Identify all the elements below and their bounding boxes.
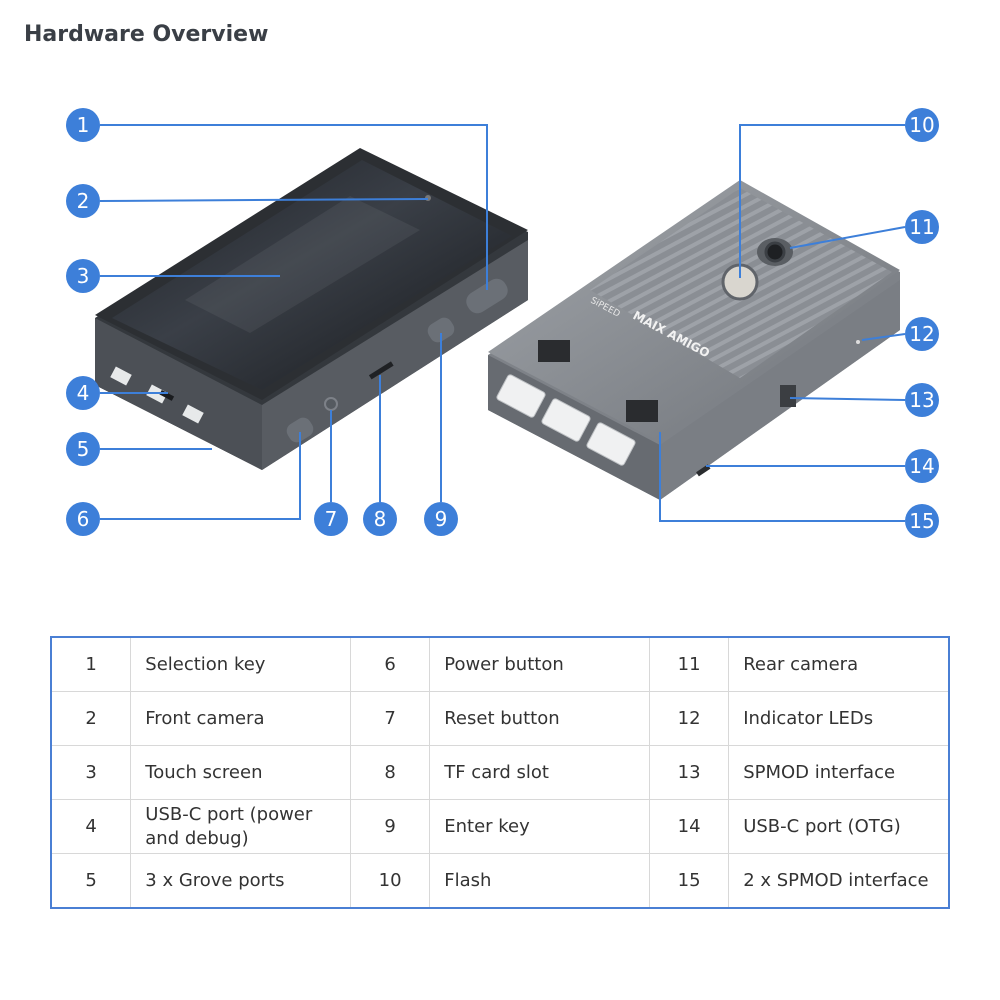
- item-label: 3 x Grove ports: [130, 853, 351, 909]
- item-number: 7: [349, 691, 431, 746]
- back-grove-ports: [496, 374, 636, 466]
- callout-14: 14: [905, 449, 939, 483]
- callout-14-text: 14: [909, 454, 934, 478]
- enter-key[interactable]: [425, 315, 458, 346]
- item-label: Front camera: [130, 691, 351, 746]
- item-number: 10: [349, 853, 431, 909]
- table-row: 3 Touch screen 8 TF card slot 13 SPMOD i…: [50, 745, 950, 800]
- hardware-spec-table: 1 Selection key 6 Power button 11 Rear c…: [50, 636, 950, 909]
- item-label: Enter key: [429, 799, 650, 854]
- item-number: 4: [50, 799, 132, 854]
- callout-5-text: 5: [77, 437, 90, 461]
- item-label: Power button: [429, 636, 650, 692]
- item-number: 14: [648, 799, 730, 854]
- callout-13-text: 13: [909, 388, 934, 412]
- callout-6-text: 6: [77, 507, 90, 531]
- item-label: USB-C port (OTG): [728, 799, 950, 854]
- callout-12-text: 12: [909, 322, 934, 346]
- callout-11-text: 11: [909, 215, 934, 239]
- front-camera-icon: [425, 195, 431, 201]
- table-row: 5 3 x Grove ports 10 Flash 15 2 x SPMOD …: [50, 853, 950, 909]
- front-device: [95, 148, 528, 470]
- item-label: Indicator LEDs: [728, 691, 950, 746]
- item-number: 15: [648, 853, 730, 909]
- callout-11: 11: [905, 210, 939, 244]
- callout-8-text: 8: [374, 507, 387, 531]
- hardware-figure: SiPEED MAIX AMIGO 1 2 3 4 5 6 7: [66, 108, 939, 538]
- item-number: 13: [648, 745, 730, 800]
- reset-button[interactable]: [324, 397, 338, 411]
- callout-10-text: 10: [909, 113, 934, 137]
- item-label: Flash: [429, 853, 650, 909]
- callout-10: 10: [905, 108, 939, 142]
- rear-camera-icon: [764, 241, 786, 263]
- callout-9-text: 9: [435, 507, 448, 531]
- item-number: 6: [349, 636, 431, 692]
- item-label: Reset button: [429, 691, 650, 746]
- callout-15-text: 15: [909, 509, 934, 533]
- callout-3-text: 3: [77, 264, 90, 288]
- item-label: Selection key: [130, 636, 351, 692]
- item-number: 1: [50, 636, 132, 692]
- table-row: 4 USB-C port (power and debug) 9 Enter k…: [50, 799, 950, 854]
- callout-9: 9: [424, 502, 458, 536]
- page-title: Hardware Overview: [24, 22, 269, 47]
- usb-c-port-otg: [696, 464, 711, 477]
- tf-card-slot: [368, 361, 394, 380]
- item-label: TF card slot: [429, 745, 650, 800]
- table-row: 2 Front camera 7 Reset button 12 Indicat…: [50, 691, 950, 746]
- callout-1-text: 1: [77, 113, 90, 137]
- item-label: Rear camera: [728, 636, 950, 692]
- callout-1: 1: [66, 108, 100, 142]
- item-label: USB-C port (power and debug): [130, 799, 351, 854]
- item-number: 11: [648, 636, 730, 692]
- spmod-header-1: [538, 340, 570, 362]
- back-device: SiPEED MAIX AMIGO: [488, 180, 900, 500]
- touch-screen[interactable]: [112, 160, 512, 390]
- callout-5: 5: [66, 432, 100, 466]
- callout-2-text: 2: [77, 189, 90, 213]
- item-label: SPMOD interface: [728, 745, 950, 800]
- selection-key[interactable]: [463, 275, 512, 317]
- callout-15: 15: [905, 504, 939, 538]
- callout-7: 7: [314, 502, 348, 536]
- item-number: 9: [349, 799, 431, 854]
- indicator-led: [856, 340, 860, 344]
- callout-4: 4: [66, 376, 100, 410]
- callout-2: 2: [66, 184, 100, 218]
- item-number: 12: [648, 691, 730, 746]
- power-button[interactable]: [284, 415, 317, 446]
- callout-13: 13: [905, 383, 939, 417]
- item-number: 2: [50, 691, 132, 746]
- spmod-interface: [780, 385, 796, 407]
- item-number: 3: [50, 745, 132, 800]
- callout-8: 8: [363, 502, 397, 536]
- callout-7-text: 7: [325, 507, 338, 531]
- callout-4-text: 4: [77, 381, 90, 405]
- leader-lines: [99, 124, 906, 522]
- spmod-header-2: [626, 400, 658, 422]
- table-row: 1 Selection key 6 Power button 11 Rear c…: [50, 636, 950, 692]
- item-number: 8: [349, 745, 431, 800]
- callout-12: 12: [905, 317, 939, 351]
- item-label: 2 x SPMOD interface: [728, 853, 950, 909]
- callout-3: 3: [66, 259, 100, 293]
- item-number: 5: [50, 853, 132, 909]
- item-label: Touch screen: [130, 745, 351, 800]
- callout-6: 6: [66, 502, 100, 536]
